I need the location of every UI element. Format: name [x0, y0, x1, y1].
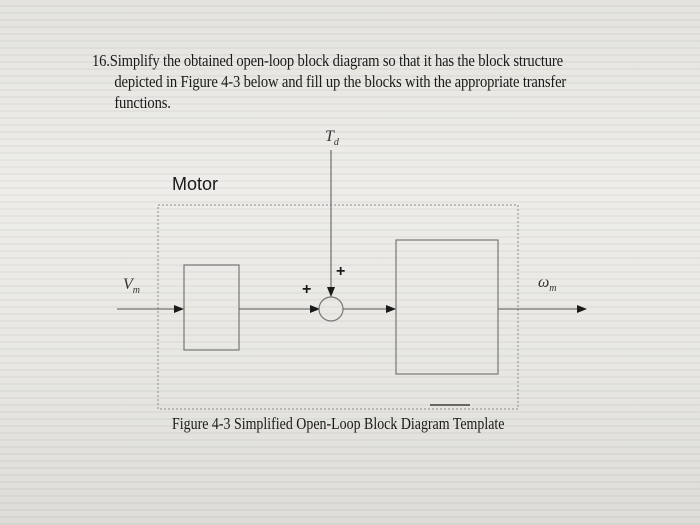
- question-line-2: depicted in Figure 4-3 below and fill up…: [114, 72, 567, 91]
- output-label: ωm: [538, 274, 557, 295]
- question-line-3: functions.: [114, 93, 171, 112]
- question-number: 16.: [92, 51, 110, 70]
- disturbance-subscript: d: [333, 137, 339, 149]
- motor-boundary: [157, 204, 519, 410]
- sum-sign-top: +: [336, 263, 346, 280]
- figure-caption: Figure 4-3 Simplified Open-Loop Block Di…: [172, 414, 505, 433]
- disturbance-label: Td: [325, 128, 339, 149]
- question-text: 16.Simplify the obtained open-loop block…: [92, 50, 574, 113]
- output-subscript: m: [549, 283, 557, 295]
- sum-sign-left: +: [302, 281, 312, 298]
- question-line-1-text: Simplify the obtained open-loop block di…: [109, 51, 563, 70]
- question-line-1: 16.Simplify the obtained open-loop block…: [92, 50, 574, 71]
- motor-label: Motor: [172, 174, 219, 194]
- input-subscript: m: [132, 285, 141, 297]
- transfer-block-2: [395, 239, 499, 375]
- transfer-block-1: [183, 264, 240, 351]
- summing-junction: [318, 296, 344, 322]
- input-label: Vm: [123, 276, 141, 297]
